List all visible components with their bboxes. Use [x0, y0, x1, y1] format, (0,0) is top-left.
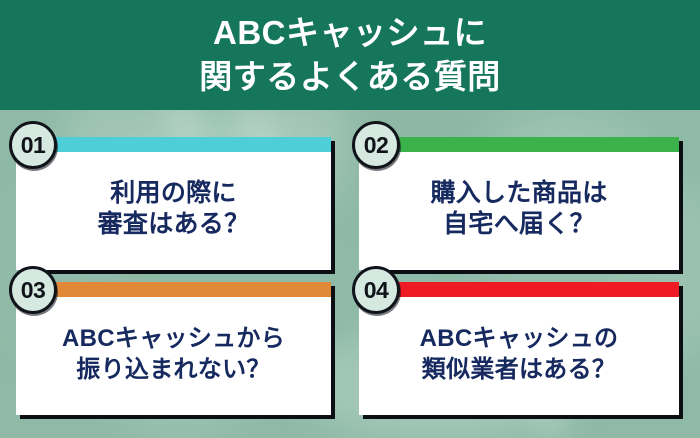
- card-body: 購入した商品は 自宅へ届く？: [359, 152, 679, 270]
- faq-card-04[interactable]: ABCキャッシュの 類似業者はある？: [359, 282, 679, 415]
- faq-question-line-1: 購入した商品は: [430, 179, 608, 207]
- faq-number-badge-01: 01: [9, 121, 57, 169]
- faq-number-badge-03: 03: [9, 266, 57, 314]
- card-accent-bar: [16, 282, 331, 297]
- faq-question-line-1: 利用の際に: [110, 179, 237, 207]
- card-body: 利用の際に 審査はある？: [16, 152, 331, 270]
- faq-question-line-2: 類似業者はある？: [421, 356, 617, 383]
- badge-number: 01: [20, 131, 46, 158]
- faq-question-line-2: 振り込まれない？: [76, 356, 271, 383]
- faq-question-line-1: ABCキャッシュの: [419, 325, 619, 352]
- card-body: ABCキャッシュから 振り込まれない？: [16, 297, 331, 415]
- page-header: ABCキャッシュに 関するよくある質問: [0, 0, 700, 110]
- card-accent-bar: [359, 282, 679, 297]
- card-accent-bar: [359, 137, 679, 152]
- faq-card-02[interactable]: 購入した商品は 自宅へ届く？: [359, 137, 679, 270]
- badge-number: 04: [363, 276, 389, 303]
- faq-question-line-1: ABCキャッシュから: [62, 325, 285, 352]
- badge-number: 03: [20, 276, 46, 303]
- badge-number: 02: [363, 131, 389, 158]
- card-accent-bar: [16, 137, 331, 152]
- faq-question-line-2: 自宅へ届く？: [443, 210, 595, 238]
- faq-card-01[interactable]: 利用の際に 審査はある？: [16, 137, 331, 270]
- faq-card-03[interactable]: ABCキャッシュから 振り込まれない？: [16, 282, 331, 415]
- faq-number-badge-04: 04: [352, 266, 400, 314]
- card-body: ABCキャッシュの 類似業者はある？: [359, 297, 679, 415]
- faq-number-badge-02: 02: [352, 121, 400, 169]
- faq-question-line-2: 審査はある？: [97, 210, 250, 238]
- page-title-line-1: ABCキャッシュに: [213, 14, 487, 51]
- page-title-line-2: 関するよくある質問: [199, 58, 501, 95]
